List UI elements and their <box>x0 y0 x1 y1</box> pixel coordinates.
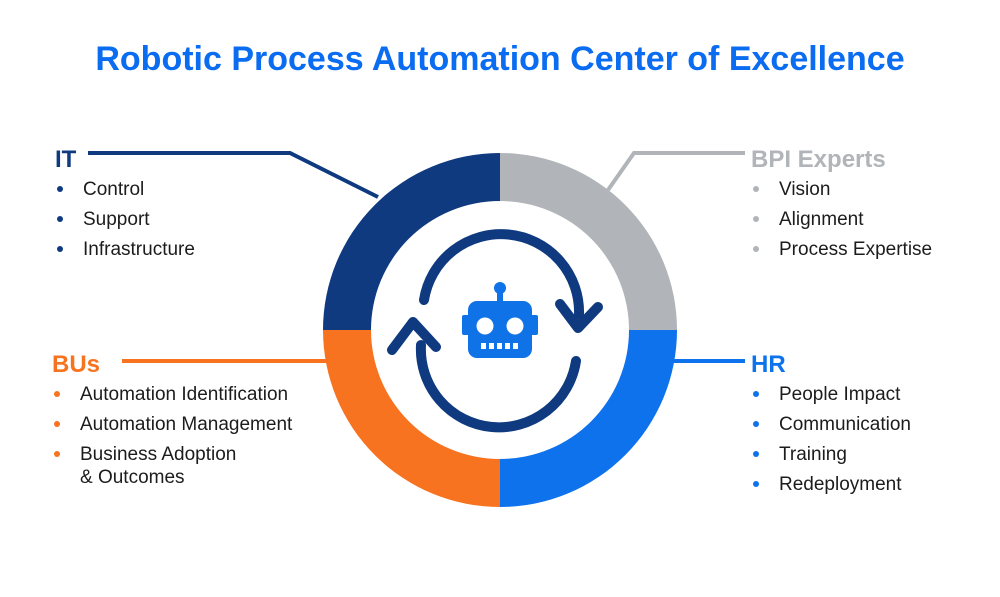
ring-segment-hr <box>500 330 677 507</box>
bullet-icon <box>753 246 759 252</box>
list-item-label: Infrastructure <box>83 239 195 260</box>
list-item-label: Support <box>83 209 150 230</box>
bpi-connector-line <box>606 151 745 192</box>
list-item-label: Redeployment <box>779 474 902 495</box>
list-item-label: Communication <box>779 414 911 435</box>
list-item: Business Adoption & Outcomes <box>52 443 292 489</box>
list-item-label: Alignment <box>779 209 864 230</box>
list-item-label: Automation Identification <box>80 384 289 405</box>
bullet-icon <box>753 421 759 427</box>
list-item-label: People Impact <box>779 384 901 405</box>
list-item: Support <box>55 208 195 231</box>
page-title: Robotic Process Automation Center of Exc… <box>95 40 905 78</box>
list-item: Communication <box>751 413 911 436</box>
bullet-icon <box>54 451 60 457</box>
bullet-icon <box>753 481 759 487</box>
bullet-icon <box>753 216 759 222</box>
list-item: Automation Identification <box>52 383 292 406</box>
list-item: Alignment <box>751 208 932 231</box>
bullet-icon <box>57 186 63 192</box>
bullet-icon <box>753 451 759 457</box>
list-item-label: Business Adoption & Outcomes <box>80 444 237 488</box>
group-title-bus: BUs <box>52 351 101 378</box>
bullet-icon <box>57 246 63 252</box>
list-item: People Impact <box>751 383 911 406</box>
list-item-label: Vision <box>779 179 831 200</box>
robot-icon <box>462 282 538 358</box>
list-item-label: Process Expertise <box>779 239 933 260</box>
bullet-icon <box>54 391 60 397</box>
bullet-icon <box>57 216 63 222</box>
list-item: Redeployment <box>751 473 911 496</box>
bullet-icon <box>753 186 759 192</box>
list-item: Vision <box>751 178 932 201</box>
ring-segment-bus <box>323 330 500 507</box>
group-title-bpi-experts: BPI Experts <box>751 146 886 173</box>
bullet-icon <box>54 421 60 427</box>
bullet-icon <box>753 391 759 397</box>
cycle-arrows-icon <box>387 229 603 433</box>
ring-segment-bpi <box>500 153 677 330</box>
list-item-label: Control <box>83 179 145 200</box>
list-item: Automation Management <box>52 413 292 436</box>
list-item: Training <box>751 443 911 466</box>
list-item: Control <box>55 178 195 201</box>
list-item-label: Training <box>779 444 847 465</box>
group-title-hr: HR <box>751 351 786 378</box>
ring-segment-it <box>323 153 500 330</box>
list-item: Infrastructure <box>55 238 195 261</box>
list-item-label: Automation Management <box>80 414 293 435</box>
group-title-it: IT <box>55 146 77 173</box>
it-connector-line <box>88 151 379 199</box>
list-item: Process Expertise <box>751 238 932 261</box>
